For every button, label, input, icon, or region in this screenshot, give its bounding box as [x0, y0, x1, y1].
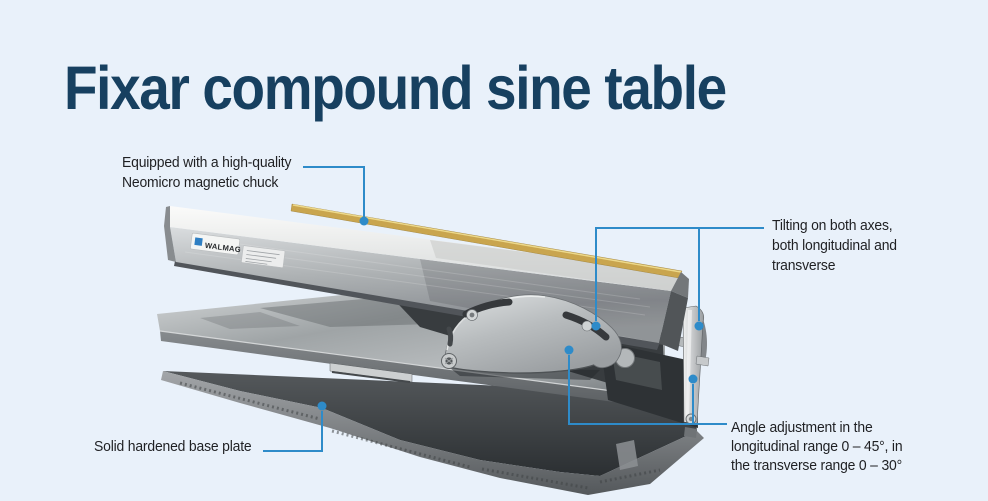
annotation-base-plate-line: Solid hardened base plate — [94, 438, 252, 455]
leader-chuck — [303, 166, 365, 217]
leader-dot-tilting-1 — [591, 321, 601, 331]
annotation-tilting-line: transverse — [772, 257, 836, 274]
spec-plate — [241, 245, 286, 268]
annotation-chuck-line: Neomicro magnetic chuck — [122, 173, 279, 191]
sine-quadrant-arm — [441, 294, 622, 380]
annotation-angle-line: longitudinal range 0 – 45°, in — [731, 438, 903, 455]
annotation-chuck-line: Equipped with a high-quality — [122, 154, 292, 171]
leader-dot-base — [317, 401, 327, 411]
annotation-angle-line: Angle adjustment in the — [731, 419, 873, 436]
base-plate — [161, 371, 704, 495]
leader-base — [263, 411, 323, 452]
brand-label: WALMAG — [190, 232, 242, 256]
brand-logo-icon — [194, 237, 203, 246]
slot-screw — [466, 309, 478, 321]
leader-dot-chuck — [359, 216, 369, 226]
leader-dot-angle-2 — [688, 374, 698, 384]
leader-angle — [568, 355, 727, 425]
annotation-angle: Angle adjustment in the longitudinal ran… — [731, 418, 903, 475]
annotation-tilting-line: both longitudinal and — [772, 237, 897, 254]
clamp-bar — [329, 362, 413, 383]
page-title: Fixar compound sine table — [64, 54, 727, 122]
leader-dot-angle-1 — [564, 345, 574, 355]
leader-dot-tilting-2 — [694, 321, 704, 331]
pivot-bolt — [441, 353, 457, 369]
leader-tilting — [595, 227, 764, 321]
annotation-tilting-line: Tilting on both axes, — [772, 217, 893, 234]
annotation-chuck: Equipped with a high-quality Neomicro ma… — [122, 153, 291, 192]
annotation-base-plate: Solid hardened base plate — [94, 437, 252, 457]
annotation-tilting: Tilting on both axes, both longitudinal … — [772, 216, 897, 276]
annotation-angle-line: the transverse range 0 – 30° — [731, 457, 902, 474]
